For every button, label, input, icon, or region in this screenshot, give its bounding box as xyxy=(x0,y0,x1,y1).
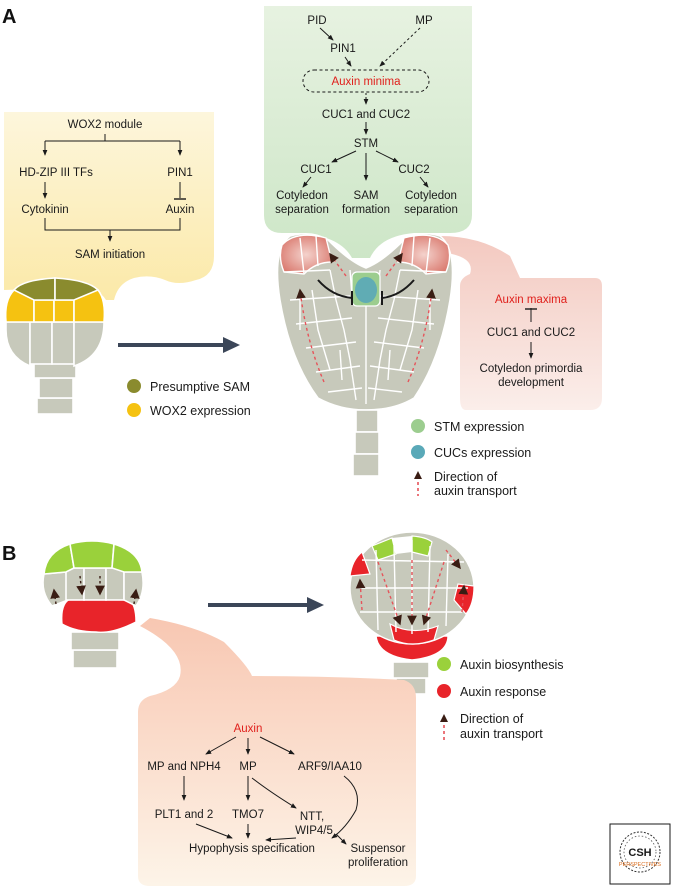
mp-top-label: MP xyxy=(415,15,433,27)
stm-label: STM xyxy=(354,138,378,150)
transport-arrow-icon-a xyxy=(414,471,422,496)
cucs-expression-swatch xyxy=(411,445,425,459)
wox2-expression-swatch xyxy=(127,403,141,417)
cotyledon-separation-right-1: Cotyledon xyxy=(405,190,457,202)
sam-initiation-label: SAM initiation xyxy=(75,249,145,261)
b-pathway-callout-bg xyxy=(138,618,416,886)
cotyledon-primordia-2: development xyxy=(498,377,565,389)
transport-b-line2: auxin transport xyxy=(460,727,543,741)
mp-nph4-label: MP and NPH4 xyxy=(147,761,221,773)
cuc1-cuc2-maxima-label: CUC1 and CUC2 xyxy=(487,327,575,339)
wox2-expression-legend: WOX2 expression xyxy=(150,404,251,418)
cotyledon-primordia-1: Cotyledon primordia xyxy=(480,363,584,375)
pin1-top-label: PIN1 xyxy=(330,43,356,55)
panel-label-b: B xyxy=(2,543,16,565)
pid-label: PID xyxy=(307,15,326,27)
ntt-label-1: NTT, xyxy=(300,811,324,823)
logo-perspectives: PERSPECTIVES xyxy=(619,862,662,868)
suspensor-label-2: proliferation xyxy=(348,857,408,869)
globular-embryo-a xyxy=(4,277,106,415)
transport-b-line1: Direction of xyxy=(460,712,524,726)
cuc1-cuc2-top-label: CUC1 and CUC2 xyxy=(322,109,410,121)
auxin-b-label: Auxin xyxy=(234,723,263,735)
globular-embryo-b-right xyxy=(349,531,475,695)
auxin-left-label: Auxin xyxy=(166,204,195,216)
cuc1-branch-label: CUC1 xyxy=(300,164,331,176)
ntt-label-2: WIP4/5 xyxy=(295,825,333,837)
hypophysis-label: Hypophysis specification xyxy=(189,843,315,855)
mp-b-label: MP xyxy=(239,761,257,773)
auxin-minima-label: Auxin minima xyxy=(331,76,401,88)
panel-label-a: A xyxy=(2,6,16,28)
cotyledon-separation-left-1: Cotyledon xyxy=(276,190,328,202)
presumptive-sam-swatch xyxy=(127,379,141,393)
transport-a-line1: Direction of xyxy=(434,470,498,484)
stm-expression-swatch xyxy=(411,419,425,433)
maxima-callout-bg xyxy=(440,236,602,410)
suspensor-label-1: Suspensor xyxy=(351,843,406,855)
cytokinin-label: Cytokinin xyxy=(21,204,68,216)
auxin-response-swatch xyxy=(437,684,451,698)
cucs-expression-legend: CUCs expression xyxy=(434,446,531,460)
heart-stage-embryo xyxy=(276,233,454,477)
logo-csh: CSH xyxy=(628,847,651,859)
cotyledon-separation-left-2: separation xyxy=(275,204,329,216)
tmo7-label: TMO7 xyxy=(232,809,264,821)
auxin-response-legend: Auxin response xyxy=(460,685,546,699)
presumptive-sam-legend: Presumptive SAM xyxy=(150,380,250,394)
sam-formation-2: formation xyxy=(342,204,390,216)
sam-formation-1: SAM xyxy=(354,190,379,202)
cotyledon-separation-right-2: separation xyxy=(404,204,458,216)
auxin-maxima-label: Auxin maxima xyxy=(495,294,568,306)
csh-perspectives-logo: CSH PERSPECTIVES xyxy=(609,823,671,885)
transport-a-line2: auxin transport xyxy=(434,484,517,498)
auxin-biosynthesis-swatch xyxy=(437,657,451,671)
hdzip-label: HD-ZIP III TFs xyxy=(19,167,93,179)
cuc2-branch-label: CUC2 xyxy=(398,164,429,176)
plt-label: PLT1 and 2 xyxy=(155,809,214,821)
auxin-biosynthesis-legend: Auxin biosynthesis xyxy=(460,658,564,672)
transport-arrow-icon-b xyxy=(440,714,448,740)
arf9-iaa10-label: ARF9/IAA10 xyxy=(298,761,362,773)
wox2-callout-bg xyxy=(4,112,214,300)
top-pathway-callout-bg xyxy=(264,6,472,258)
pin1-left-label: PIN1 xyxy=(167,167,193,179)
globular-embryo-b-left xyxy=(42,540,144,669)
wox2-module-label: WOX2 module xyxy=(68,119,143,131)
stm-expression-legend: STM expression xyxy=(434,420,524,434)
auxin-minima-box xyxy=(302,69,430,93)
